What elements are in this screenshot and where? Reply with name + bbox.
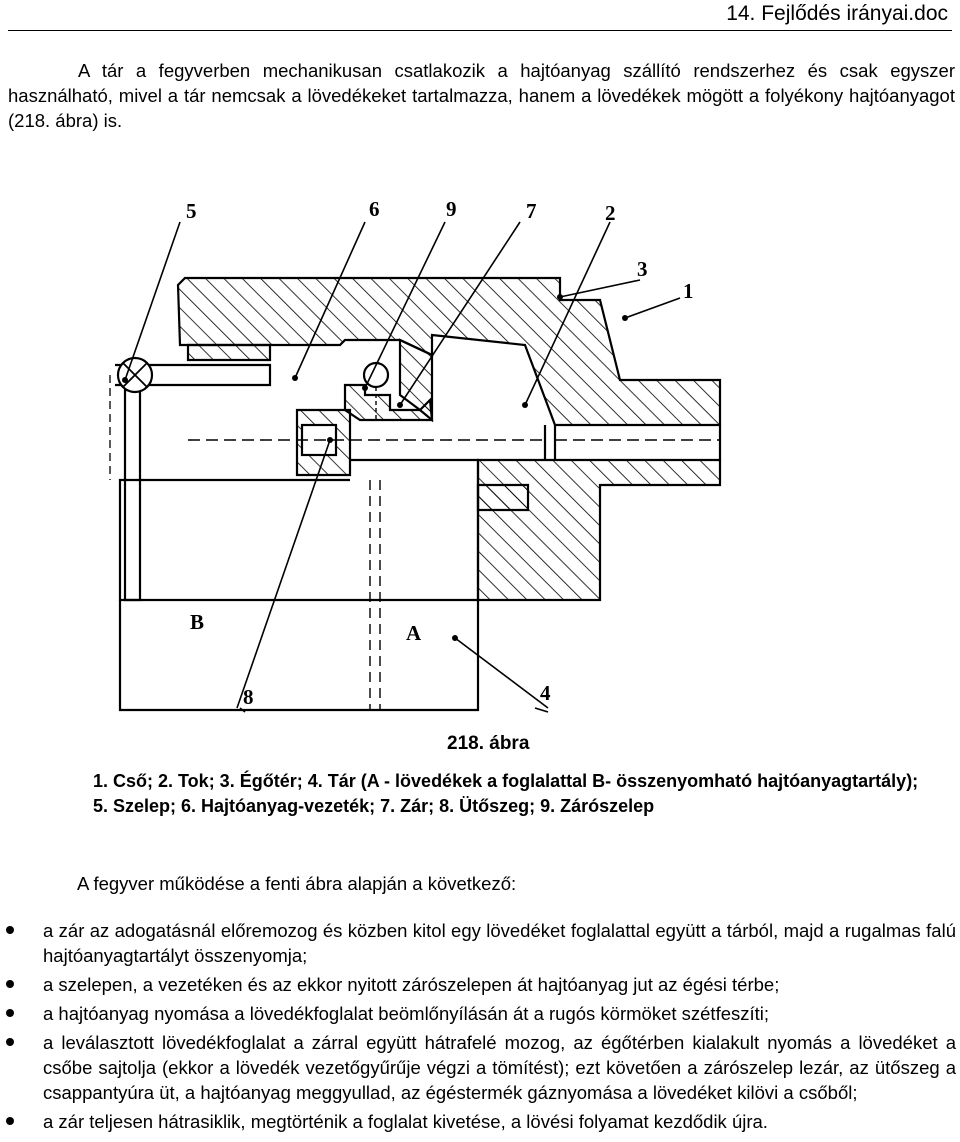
figure-caption: 218. ábra: [447, 733, 530, 754]
bullet-icon: [6, 980, 14, 988]
intro-paragraph: A tár a fegyverben mechanikusan csatlako…: [8, 60, 955, 131]
label-A: A: [406, 621, 422, 645]
label-8: 8: [243, 685, 254, 709]
technical-drawing: 5 6 9 7 2 3 1 B A 8 4: [109, 197, 722, 713]
bolt-body: [118, 458, 480, 602]
label-B: B: [190, 610, 204, 634]
magazine: [118, 600, 480, 712]
housing-strip: [186, 343, 272, 362]
label-1: 1: [683, 279, 694, 303]
list-item: a szelepen, a vezetéken és az ekkor nyit…: [0, 972, 960, 997]
bullet-icon: [6, 1038, 14, 1046]
valve-arm: [123, 388, 142, 602]
label-6: 6: [369, 197, 380, 221]
bullet-icon: [6, 1117, 14, 1125]
bullet-icon: [6, 926, 14, 934]
document-filename: 14. Fejlődés irányai.doc: [726, 2, 948, 25]
bullet-icon: [6, 1009, 14, 1017]
list-item: a leválasztott lövedékfoglalat a zárral …: [0, 1030, 960, 1105]
figure-legend: 1. Cső; 2. Tok; 3. Égőtér; 4. Tár (A - l…: [93, 771, 919, 816]
operation-steps: a zár az adogatásnál előremozog és közbe…: [0, 918, 960, 1138]
label-3: 3: [637, 257, 648, 281]
list-item: a zár az adogatásnál előremozog és közbe…: [0, 918, 960, 968]
label-4: 4: [540, 681, 551, 705]
valve-rod: [115, 363, 272, 387]
housing-lower-step: [476, 483, 530, 512]
label-9: 9: [446, 197, 457, 221]
list-item: a hajtóanyag nyomása a lövedékfoglalat b…: [0, 1001, 960, 1026]
list-item: a zár teljesen hátrasiklik, megtörténik …: [0, 1109, 960, 1134]
housing-lower: [476, 458, 722, 602]
operation-lead: A fegyver működése a fenti ábra alapján …: [77, 873, 517, 894]
label-7: 7: [526, 199, 537, 223]
label-2: 2: [605, 201, 616, 225]
header-rule: [8, 30, 952, 31]
label-5: 5: [186, 199, 197, 223]
